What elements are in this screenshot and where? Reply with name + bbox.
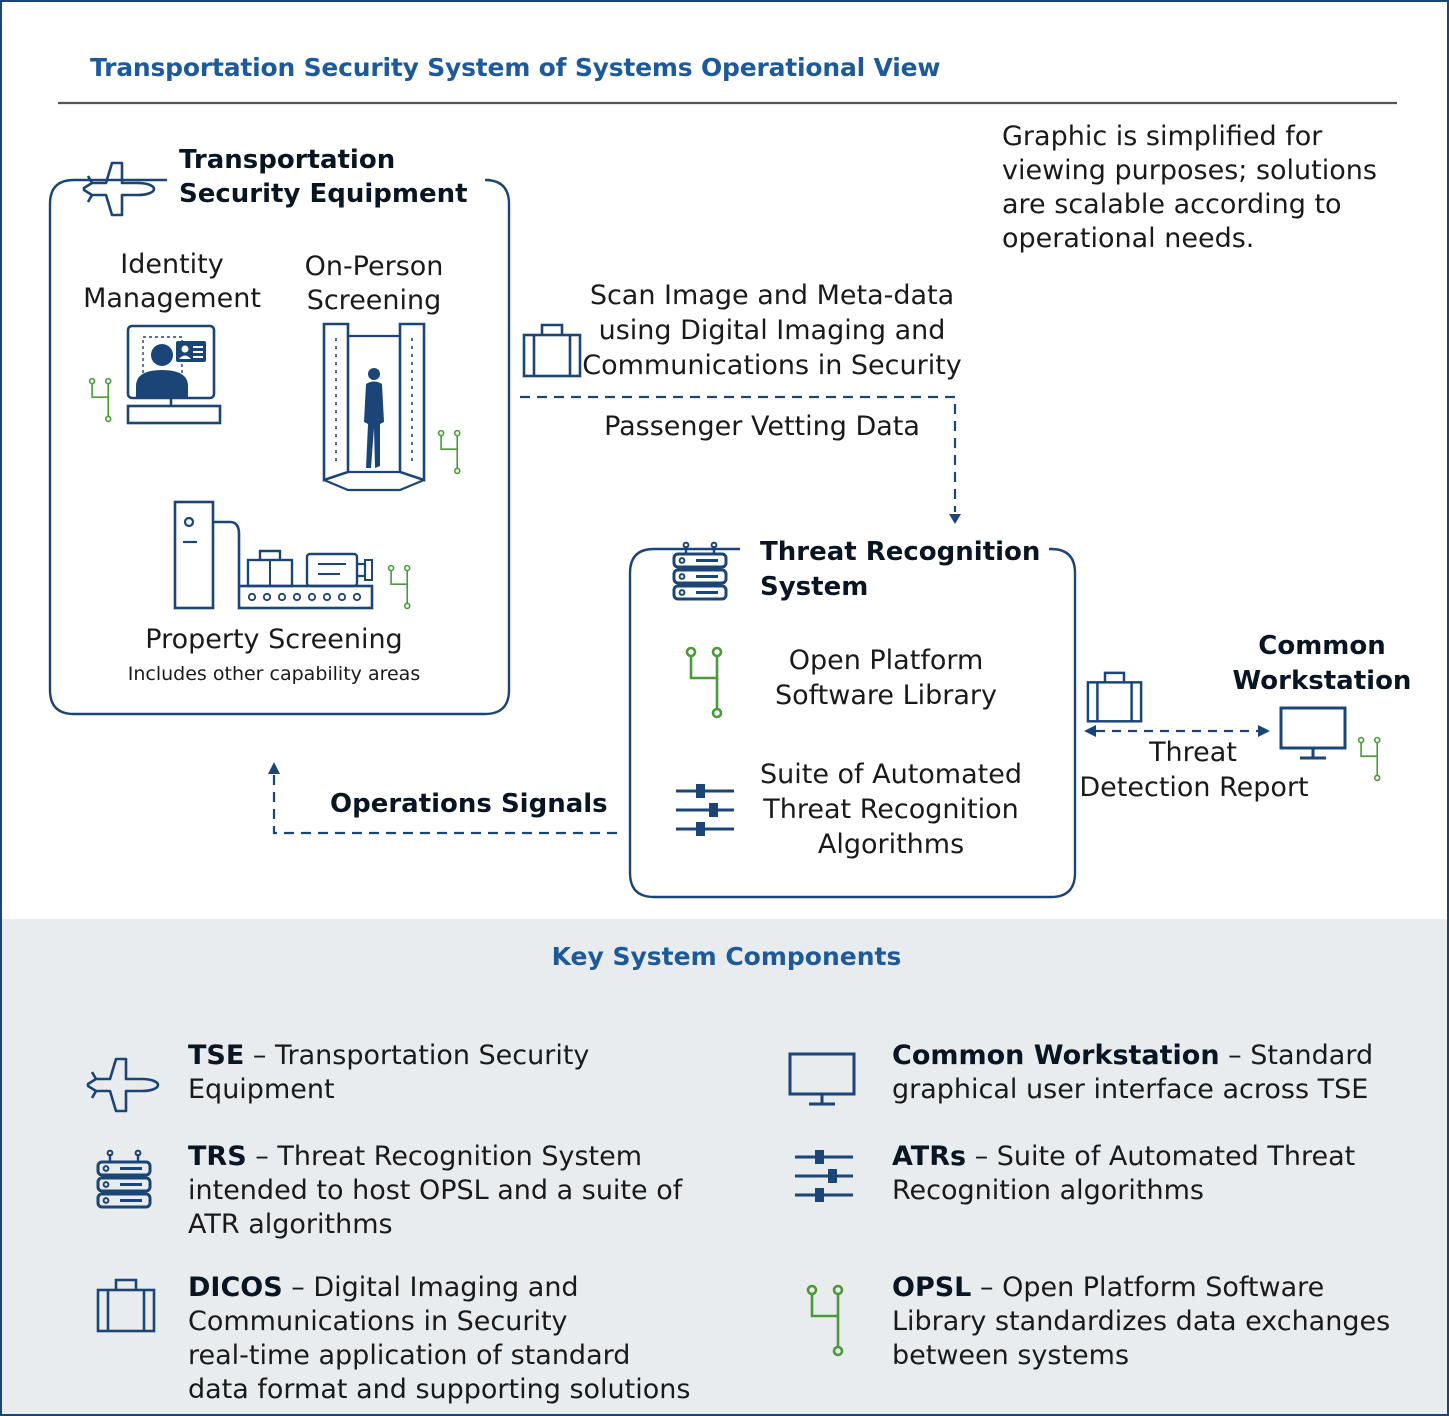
- key-item-trs: TRS – Threat Recognition System intended…: [188, 1140, 748, 1242]
- tse-title-line1: Transportation: [179, 145, 396, 175]
- key-desc: – Suite of Automated Threat: [974, 1141, 1356, 1172]
- vetting-label: Passenger Vetting Data: [604, 411, 920, 442]
- key-item-opsl: OPSL – Open Platform Software Library st…: [892, 1271, 1432, 1373]
- arrowhead-right: [1258, 725, 1270, 737]
- operations-label: Operations Signals: [330, 789, 608, 819]
- briefcase-icon-report: [1086, 671, 1143, 723]
- key-title: Key System Components: [551, 942, 902, 971]
- key-server-icon: [96, 1149, 152, 1209]
- scan-label-line2: using Digital Imaging and: [598, 315, 946, 346]
- trs-box-border: [628, 547, 1077, 899]
- onperson-label-line2: Screening: [306, 285, 442, 316]
- body-scanner-icon: [322, 322, 426, 492]
- scan-label-line1: Scan Image and Meta-data: [589, 280, 955, 311]
- workstation-title-line2: Workstation: [1232, 666, 1412, 696]
- key-desc: data format and supporting solutions: [188, 1374, 691, 1405]
- atr-label-line1: Suite of Automated: [759, 759, 1022, 790]
- property-sublabel: Includes other capability areas: [127, 663, 421, 685]
- key-abbr: DICOS: [188, 1272, 283, 1303]
- note-text: Graphic is simplified for viewing purpos…: [1002, 121, 1377, 254]
- key-plane-icon: [86, 1057, 160, 1113]
- scan-label-line3: Communications in Security: [582, 350, 962, 381]
- key-item-atrs: ATRs – Suite of Automated Threat Recogni…: [892, 1140, 1432, 1208]
- tse-title-line2: Security Equipment: [179, 179, 468, 209]
- key-item-tse: TSE – Transportation Security Equipment: [188, 1039, 748, 1107]
- key-monitor-icon: [788, 1052, 856, 1106]
- flow-tse-to-trs: [520, 395, 957, 512]
- opsl-icon-onperson: [437, 429, 461, 475]
- arrowhead-left: [1084, 725, 1096, 737]
- key-abbr: ATRs: [892, 1141, 967, 1172]
- trs-title-line2: System: [760, 572, 869, 602]
- opsl-label-line1: Open Platform: [788, 645, 984, 676]
- key-desc: – Open Platform Software: [980, 1272, 1325, 1303]
- key-desc: ATR algorithms: [188, 1209, 393, 1240]
- opsl-icon-identity: [88, 377, 112, 423]
- baggage-scanner-icon: [173, 500, 374, 610]
- key-desc: – Digital Imaging and: [291, 1272, 579, 1303]
- atr-label-line3: Algorithms: [817, 829, 965, 860]
- key-desc: graphical user interface across TSE: [892, 1074, 1369, 1105]
- workstation-title-line1: Common: [1258, 631, 1386, 661]
- tse-box-border: [48, 178, 511, 716]
- opsl-label-line2: Software Library: [774, 680, 997, 711]
- key-desc: Equipment: [188, 1074, 335, 1105]
- key-abbr: TRS: [188, 1141, 247, 1172]
- page-title: Transportation Security System of System…: [90, 53, 941, 82]
- key-desc: Library standardizes data exchanges: [892, 1306, 1391, 1337]
- atr-label-line2: Threat Recognition: [763, 794, 1019, 825]
- key-opsl-icon: [806, 1284, 844, 1357]
- key-abbr: TSE: [188, 1040, 245, 1071]
- threat-label-line2: Detection Report: [1079, 772, 1309, 803]
- property-label: Property Screening: [145, 624, 403, 655]
- key-desc: – Threat Recognition System: [255, 1141, 643, 1172]
- key-item-workstation: Common Workstation – Standard graphical …: [892, 1039, 1432, 1107]
- identity-kiosk-icon: [126, 324, 222, 425]
- key-desc: Communications in Security: [188, 1306, 568, 1337]
- flow-operations-signals: [272, 774, 617, 835]
- sliders-icon: [674, 782, 736, 838]
- arrowhead-up: [268, 762, 280, 774]
- key-desc: between systems: [892, 1340, 1130, 1371]
- server-icon: [672, 541, 728, 601]
- key-desc: real-time application of standard: [188, 1340, 631, 1371]
- opsl-icon-property: [387, 564, 411, 610]
- key-abbr: OPSL: [892, 1272, 972, 1303]
- threat-label-line1: Threat: [1149, 737, 1237, 768]
- trs-title-line1: Threat Recognition: [760, 537, 1041, 567]
- key-abbr: Common Workstation: [892, 1040, 1220, 1071]
- opsl-icon: [685, 646, 723, 719]
- key-desc: – Transportation Security: [252, 1040, 590, 1071]
- opsl-icon-workstation: [1357, 736, 1381, 782]
- key-desc: intended to host OPSL and a suite of: [188, 1175, 683, 1206]
- key-briefcase-icon: [96, 1278, 156, 1333]
- key-sliders-icon: [793, 1148, 855, 1204]
- briefcase-icon-dicos: [522, 323, 582, 378]
- plane-icon: [82, 161, 156, 217]
- key-item-dicos: DICOS – Digital Imaging and Communicatio…: [188, 1271, 748, 1407]
- key-panel: [2, 919, 1447, 1414]
- key-desc: – Standard: [1228, 1040, 1374, 1071]
- onperson-label-line1: On-Person: [304, 251, 444, 282]
- key-desc: Recognition algorithms: [892, 1175, 1204, 1206]
- identity-label-line1: Identity: [120, 249, 224, 280]
- arrowhead-down: [949, 514, 961, 524]
- identity-label-line2: Management: [83, 283, 261, 314]
